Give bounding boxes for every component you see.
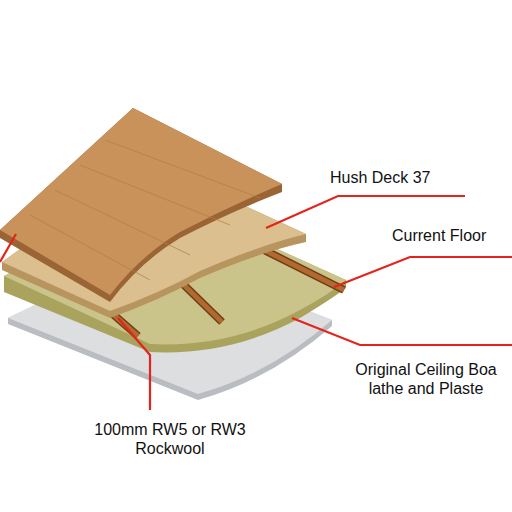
leader-lines: [0, 196, 512, 410]
wood-floor: [0, 108, 282, 295]
part-label: Hush Deck 37: [330, 168, 480, 187]
grain-line: [30, 215, 150, 280]
leader-line: [266, 196, 465, 228]
part-label: 100mm RW5 or RW3 Rockwool: [70, 420, 270, 458]
leader-line: [118, 318, 150, 410]
wood-grain: [30, 140, 260, 280]
part-label: Original Ceiling Boa lathe and Plaste: [340, 360, 512, 398]
wood-edge: [0, 108, 282, 302]
grain-line: [105, 140, 260, 198]
part-label: Current Floor: [392, 226, 512, 245]
grain-line: [80, 165, 230, 225]
leader-line: [0, 234, 16, 262]
grain-line: [55, 190, 190, 255]
leader-line: [334, 257, 512, 287]
leader-line: [292, 318, 512, 345]
